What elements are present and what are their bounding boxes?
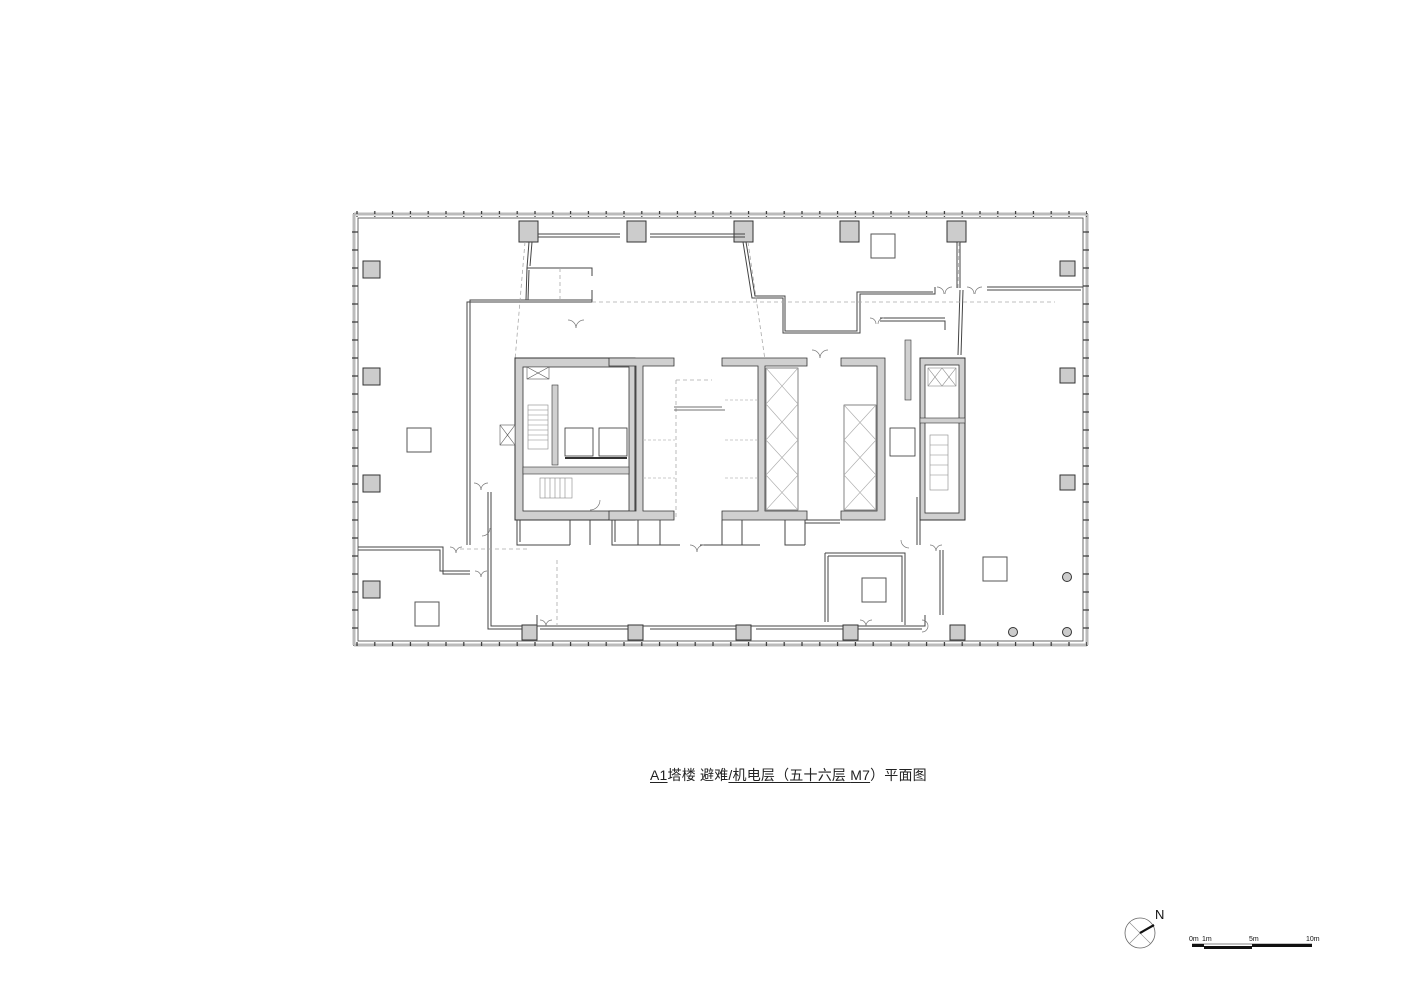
title-floor-code: M7	[850, 767, 871, 783]
curtain-wall	[353, 213, 1088, 646]
drawing-title: A1塔楼 避难/机电层（五十六层 M7）平面图	[650, 765, 927, 785]
left-core	[499, 357, 636, 521]
lower-rooms	[516, 519, 840, 546]
right-core	[889, 339, 966, 521]
north-label: N	[1155, 907, 1165, 922]
mullion-ticks	[352, 212, 1089, 647]
scale-label-10m: 10m	[1306, 936, 1320, 943]
dashed-lines	[460, 241, 1055, 626]
bottom-mullions	[354, 642, 1087, 648]
side-mullions	[352, 231, 1089, 629]
title-suffix: ）平面图	[870, 767, 927, 783]
partition-walls	[358, 233, 1083, 630]
shafts	[406, 233, 1008, 627]
title-floor-label: /机电层（五十六层	[728, 767, 851, 783]
scale-label-1m: 1m	[1202, 936, 1212, 943]
scale-label-0m: 0m	[1189, 936, 1199, 943]
north-arrow-icon	[1124, 917, 1156, 949]
round-columns	[1008, 572, 1072, 637]
scale-bar	[1192, 943, 1312, 949]
door-swings	[449, 286, 983, 633]
title-tower-id: A1	[650, 767, 668, 783]
top-mullions	[354, 211, 1087, 217]
scale-label-5m: 5m	[1249, 936, 1259, 943]
title-tower-label: 塔楼 避难	[667, 767, 729, 783]
central-core	[608, 357, 886, 521]
